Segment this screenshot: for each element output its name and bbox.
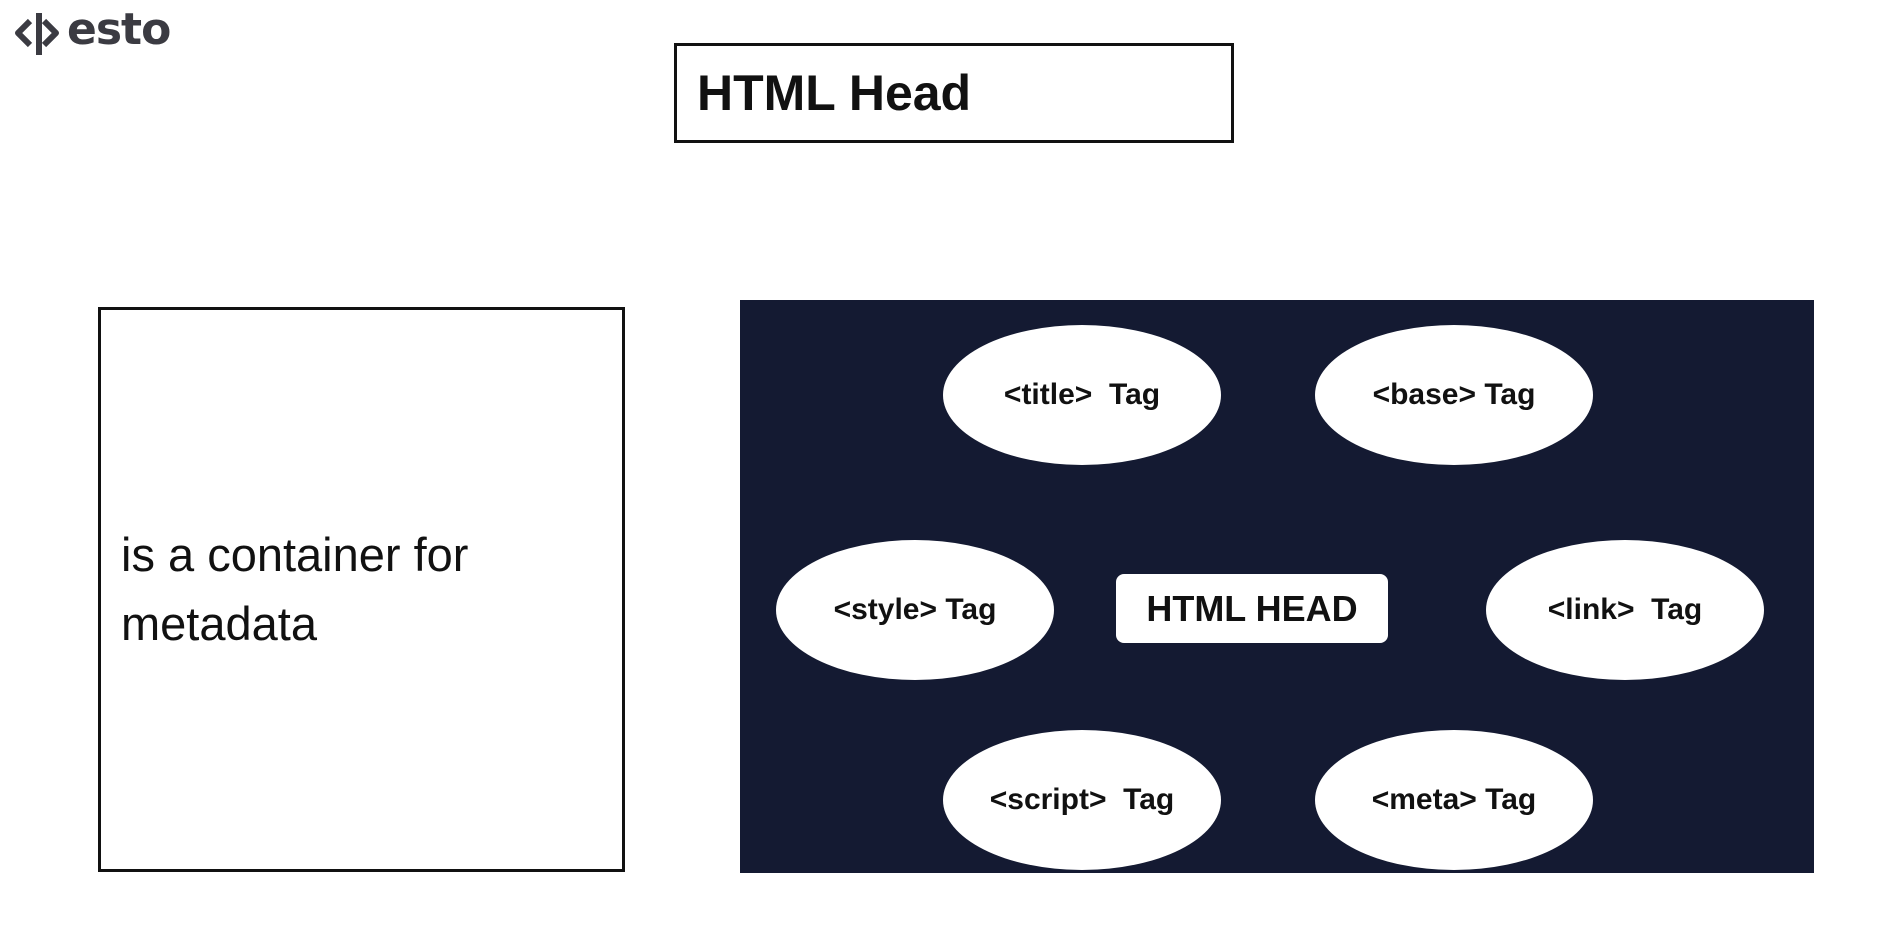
description-box: is a container for metadata [98,307,625,872]
node-meta-tag: <meta> Tag [1315,730,1593,870]
node-link-tag: <link> Tag [1486,540,1764,680]
page-title: HTML Head [697,65,972,121]
node-script-tag: <script> Tag [943,730,1221,870]
diagram-panel: <title> Tag <base> Tag <style> Tag HTML … [740,300,1814,873]
node-base-tag: <base> Tag [1315,325,1593,465]
description-line-2: metadata [121,596,317,650]
node-html-head: HTML HEAD [1116,574,1388,643]
node-title-tag: <title> Tag [943,325,1221,465]
description-text: is a container for metadata [121,521,468,657]
description-line-1: is a container for [121,528,469,582]
title-box: HTML Head [674,43,1234,143]
node-style-tag: <style> Tag [776,540,1054,680]
logo: esto [14,4,171,62]
logo-text: esto [67,4,171,55]
code-brackets-icon [15,13,59,55]
